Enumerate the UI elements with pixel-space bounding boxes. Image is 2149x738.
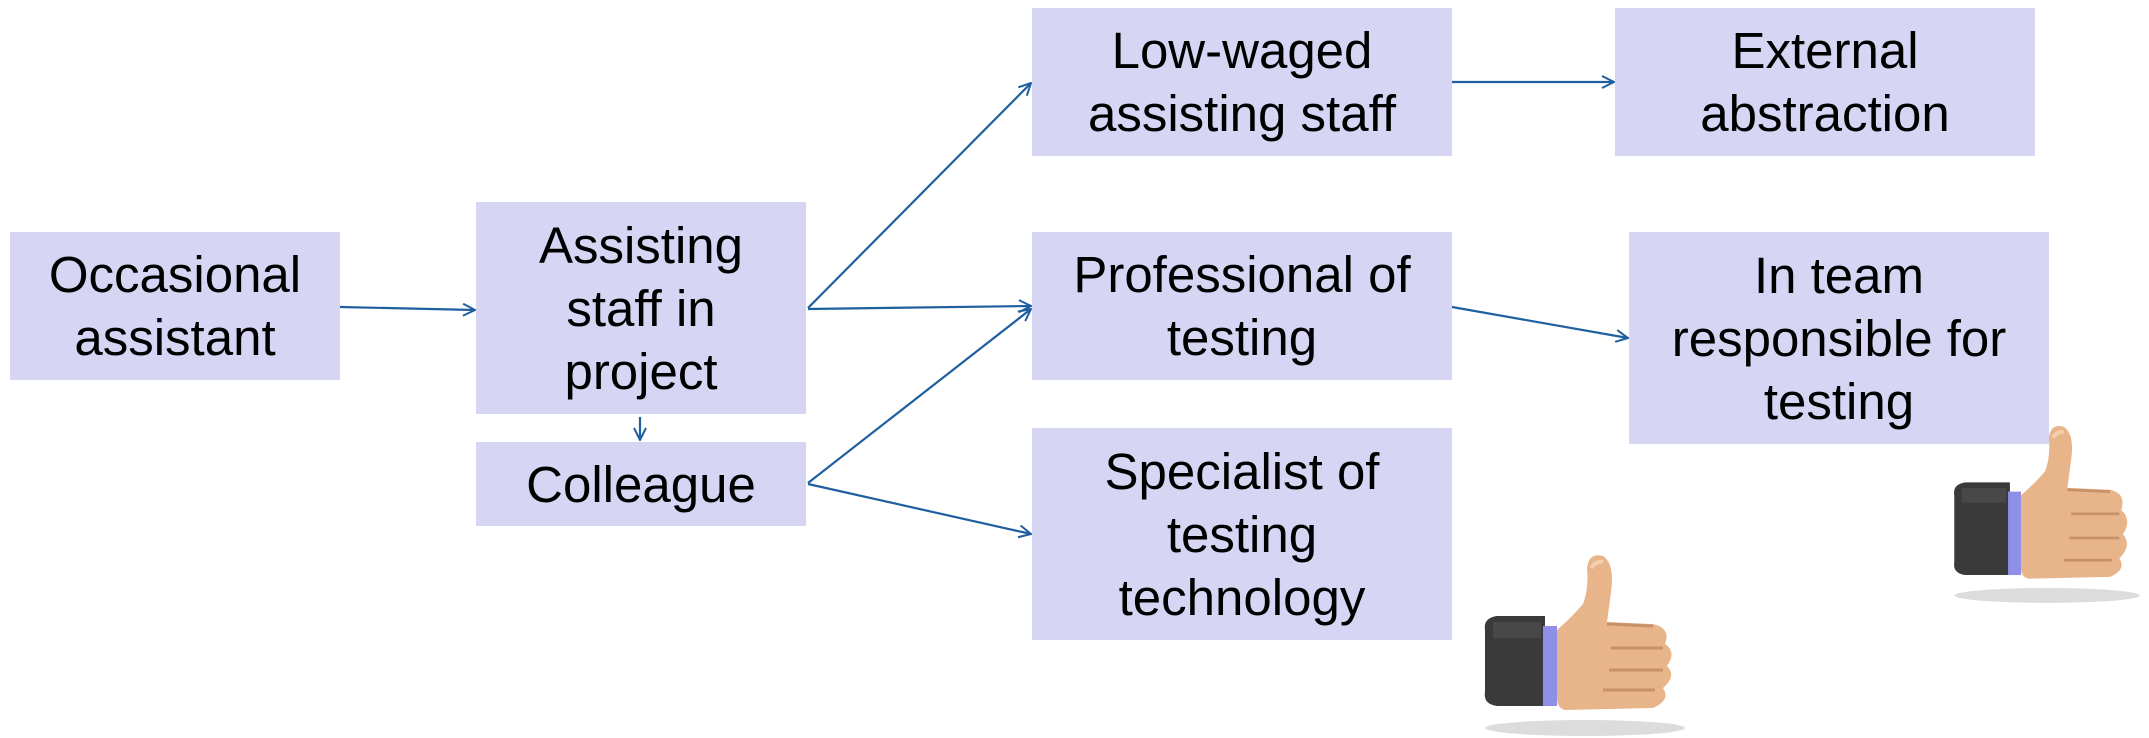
node-in-team: In team responsible for testing: [1629, 232, 2049, 444]
thumbs-up-icon: [1484, 555, 1685, 736]
node-label-line: Professional of: [1073, 246, 1411, 303]
node-label-line: abstraction: [1700, 85, 1950, 142]
node-occasional-assistant: Occasional assistant: [10, 232, 340, 380]
node-label-line: testing: [1166, 309, 1318, 366]
node-external: External abstraction: [1615, 8, 2035, 156]
node-label-line: assistant: [74, 309, 276, 366]
arrow-assisting-to-lowwaged: [807, 83, 1031, 309]
node-label-line: Colleague: [526, 455, 756, 513]
node-label-line: staff in: [566, 279, 716, 337]
node-label-line: In team: [1753, 246, 1925, 304]
node-label-line: assisting staff: [1087, 85, 1397, 142]
node-colleague: Colleague: [476, 442, 806, 526]
thumbs-up-icon: [1954, 425, 2140, 603]
arrow-professional-to-inteam: [1451, 305, 1628, 338]
node-assisting-staff: Assisting staff in project: [476, 202, 806, 414]
node-label-line: Occasional: [48, 246, 302, 303]
node-specialist: Specialist of testing technology: [1032, 428, 1452, 640]
node-label-line: testing: [1763, 372, 1915, 430]
node-label-line: testing: [1166, 505, 1318, 563]
arrow-occasional-to-assisting: [339, 307, 475, 310]
node-label-line: responsible for: [1671, 309, 2007, 367]
arrow-colleague-to-professional: [807, 309, 1031, 484]
node-label-line: Low-waged: [1111, 22, 1373, 79]
arrow-colleague-to-specialist: [807, 482, 1031, 534]
node-professional: Professional of testing: [1032, 232, 1452, 380]
node-low-waged: Low-waged assisting staff: [1032, 8, 1452, 156]
node-label-line: technology: [1118, 568, 1366, 626]
node-label-line: Specialist of: [1104, 442, 1380, 500]
node-label-line: External: [1731, 22, 1919, 79]
node-label-line: Assisting: [538, 216, 744, 274]
node-label-line: project: [564, 342, 718, 400]
arrow-assisting-to-professional: [807, 306, 1031, 309]
